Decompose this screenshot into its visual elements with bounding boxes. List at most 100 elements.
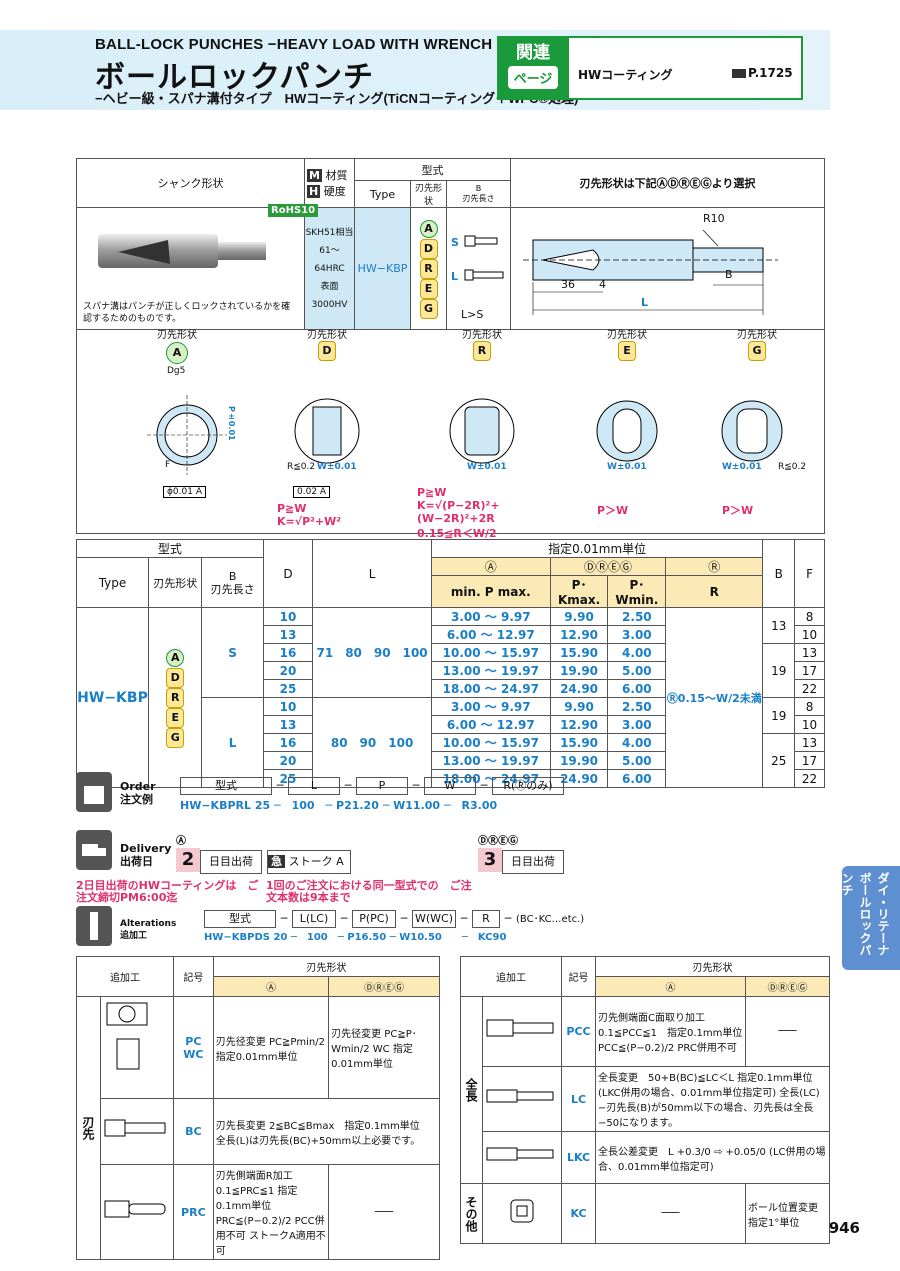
code-kc: KC [561,1183,596,1244]
t2-k: 15.90 [549,733,609,752]
code-lc: LC [561,1066,596,1132]
japanese-subtitle: −ヘビー級・スパナ溝付タイプ HWコーティング(TiCNコーティング＋WPC®処… [95,91,586,106]
order-field-p: P [356,777,408,795]
pc-d-text: 刃先径変更 PC≧P･Wmin/2 WC 指定0.01mm単位 [328,996,440,1099]
delivery-tag-dreg: ⒹⓇⒺⒼ [478,836,518,847]
order-field-w: W [424,777,476,795]
related-item[interactable]: HWコーティング [578,68,673,82]
t2-p: 10.00 ～ 15.97 [430,733,551,752]
code-pc: PC WC [172,996,214,1099]
t2-f: 17 [794,661,825,680]
b-relation: L>S [461,308,484,321]
shape-cell-E: 刃先形状 E W±0.01 P＞W [567,326,687,517]
code-prc: PRC [172,1164,214,1260]
t2-h-d: D [262,539,314,608]
t2-d: 20 [262,751,314,770]
b-cell: S L L>S [446,207,511,330]
t2-w: 5.00 [607,751,667,770]
dim-4: 4 [599,278,606,291]
related-label: 関連 [516,43,550,63]
punch-drawing-cell: R10 36 4 B L [510,207,825,330]
lkc-text: 全長公差変更 L +0.3/0 ⇨ +0.05/0 (LC併用の場合、0.01m… [595,1131,830,1184]
t2-w: 3.00 [607,715,667,734]
t2-p: 13.00 ～ 19.97 [430,751,551,770]
t2-h-dreg: ⒹⓇⒺⒼ [549,557,667,576]
lkc-diagram [486,1147,554,1161]
lc-diagram [486,1089,554,1102]
t2-d: 25 [262,679,314,698]
bc-diagram [104,1119,166,1137]
t2-r: Ⓡ0.15～W/2未満 [665,607,764,788]
order-fields: 型式─L─P─W─R(Ⓡのみ) [180,774,564,795]
t2-d: 13 [262,625,314,644]
shank-note: スパナ溝はパンチが正しくロックされているかを確認するためのものです。 [83,302,291,324]
t2-k: 12.90 [549,715,609,734]
phone-icon [76,772,112,812]
t2-p: 18.00 ～ 24.97 [430,769,551,788]
hasaki-cell: A D R E G [410,207,447,330]
t2-k: 19.90 [549,751,609,770]
t2-h-katashiki: 型式 [76,539,264,558]
col-select: 刃先形状は下記ⒶⒹⓇⒺⒼより選択 [510,158,825,208]
t2-f: 10 [794,715,825,734]
group-hasaki: 刃先 [76,996,101,1260]
t2-p: 3.00 ～ 9.97 [430,697,551,716]
order-example: HW−KBPRL 25 ─ 100 ─ P21.20 ─ W11.00 ─ R3… [180,799,498,812]
t2-bval: 19 [762,643,796,698]
t2-h-b: B [762,539,796,608]
t2-w: 6.00 [607,769,667,788]
t2-w: 2.50 [607,697,667,716]
shape-cell-A: 刃先形状 A Dg5 F P±0.01 ϕ0.01 A [107,326,247,498]
t2-h-a: Ⓐ [430,557,551,576]
shape-badge-A: A [166,342,188,364]
t2-k: 15.90 [549,643,609,662]
lc-text: 全長変更 50+B(BC)≦LC＜L 指定0.1mm単位(LKC併用の場合、0.… [595,1066,830,1132]
related-page-link[interactable]: P.1725 [732,66,793,80]
delivery-note-2: 1回のご注文における同一型式での ご注文本数は9本まで [266,879,472,904]
t2-h-type: Type [76,557,149,608]
t2-h-r: Ⓡ [665,557,764,576]
alter-fields: 型式─L(LC)─P(PC)─W(WC)─R─(BC･KC…etc.) [204,907,584,928]
t2-f: 17 [794,751,825,770]
shape-A-drawing [147,395,227,475]
t2-p: 18.00 ～ 24.97 [430,679,551,698]
col-shank: シャンク形状 [76,158,305,208]
t2-d: 10 [262,607,314,626]
t2-h-minmax: min. P max. [430,575,551,608]
t2-b: S [201,607,264,698]
code-bc: BC [172,1098,214,1165]
delivery-note-1: 2日目出荷のHWコーティングは ご注文締切PM6:00迄 [76,879,259,904]
dim-b: B [725,268,733,281]
shape-drawings: 刃先形状 A Dg5 F P±0.01 ϕ0.01 A 刃先形状 D R≦0.2… [76,322,825,540]
dim-l: L [641,296,649,309]
t2-p: 10.00 ～ 15.97 [430,643,551,662]
t2-bval: 25 [762,733,796,788]
shape-D: D [419,238,438,259]
t2-d: 13 [262,715,314,734]
type-cell: HW−KBP [354,207,411,330]
rohs-badge: RoHS10 [268,204,319,217]
b-l: L [451,270,459,283]
order-field-type: 型式 [180,777,272,795]
t2-p: 3.00 ～ 9.97 [430,607,551,626]
pc-diagram [106,1002,148,1070]
t2-bval: 13 [762,607,796,644]
punch-drawing [523,229,778,315]
prc-diagram [104,1200,166,1217]
t2-h-rr: R [665,575,764,608]
t2-w: 2.50 [607,607,667,626]
side-tab[interactable]: ダイ・リテーナ ボールロックパンチ [840,866,900,970]
